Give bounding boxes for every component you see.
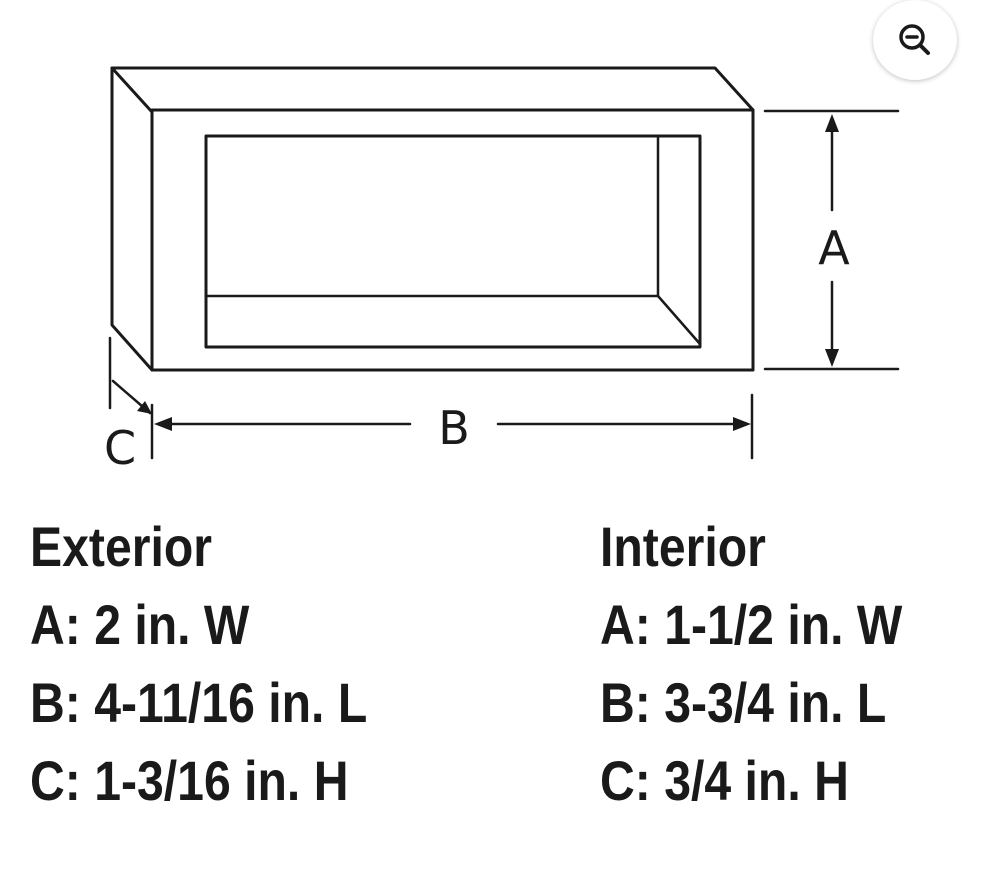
dimension-c-arrowhead bbox=[137, 401, 152, 414]
exterior-dimension-b: B: 4-11/16 in. L bbox=[30, 671, 368, 734]
box-inner-depth bbox=[204, 294, 702, 346]
zoom-out-button[interactable] bbox=[873, 0, 957, 80]
dimension-a-arrowhead-bottom bbox=[825, 349, 839, 367]
exterior-dimensions: Exterior A: 2 in. W B: 4-11/16 in. L C: … bbox=[30, 508, 422, 820]
exterior-title: Exterior bbox=[30, 515, 213, 578]
dimension-b-arrowhead-right bbox=[733, 417, 751, 431]
zoom-out-icon bbox=[899, 24, 930, 55]
box-front-face bbox=[150, 108, 755, 372]
dimension-label-a: A bbox=[818, 221, 850, 275]
interior-dimension-c: C: 3/4 in. H bbox=[600, 749, 849, 812]
box-opening bbox=[204, 134, 702, 349]
interior-title: Interior bbox=[600, 515, 766, 578]
dimension-label-b: B bbox=[438, 401, 470, 455]
exterior-dimension-c: C: 1-3/16 in. H bbox=[30, 749, 349, 812]
exterior-dimension-a: A: 2 in. W bbox=[30, 593, 250, 656]
interior-dimension-b: B: 3-3/4 in. L bbox=[600, 671, 887, 734]
box-left-face bbox=[110, 66, 154, 372]
box-top-face bbox=[110, 66, 755, 114]
interior-dimension-a: A: 1-1/2 in. W bbox=[600, 593, 903, 656]
dimension-a-arrowhead-top bbox=[825, 114, 839, 132]
dimension-label-c: C bbox=[104, 421, 136, 475]
interior-dimensions: Interior A: 1-1/2 in. W B: 3-3/4 in. L C… bbox=[600, 508, 952, 820]
dimension-b-arrowhead-left bbox=[154, 417, 172, 431]
box-dimension-diagram: A B C bbox=[104, 66, 900, 475]
